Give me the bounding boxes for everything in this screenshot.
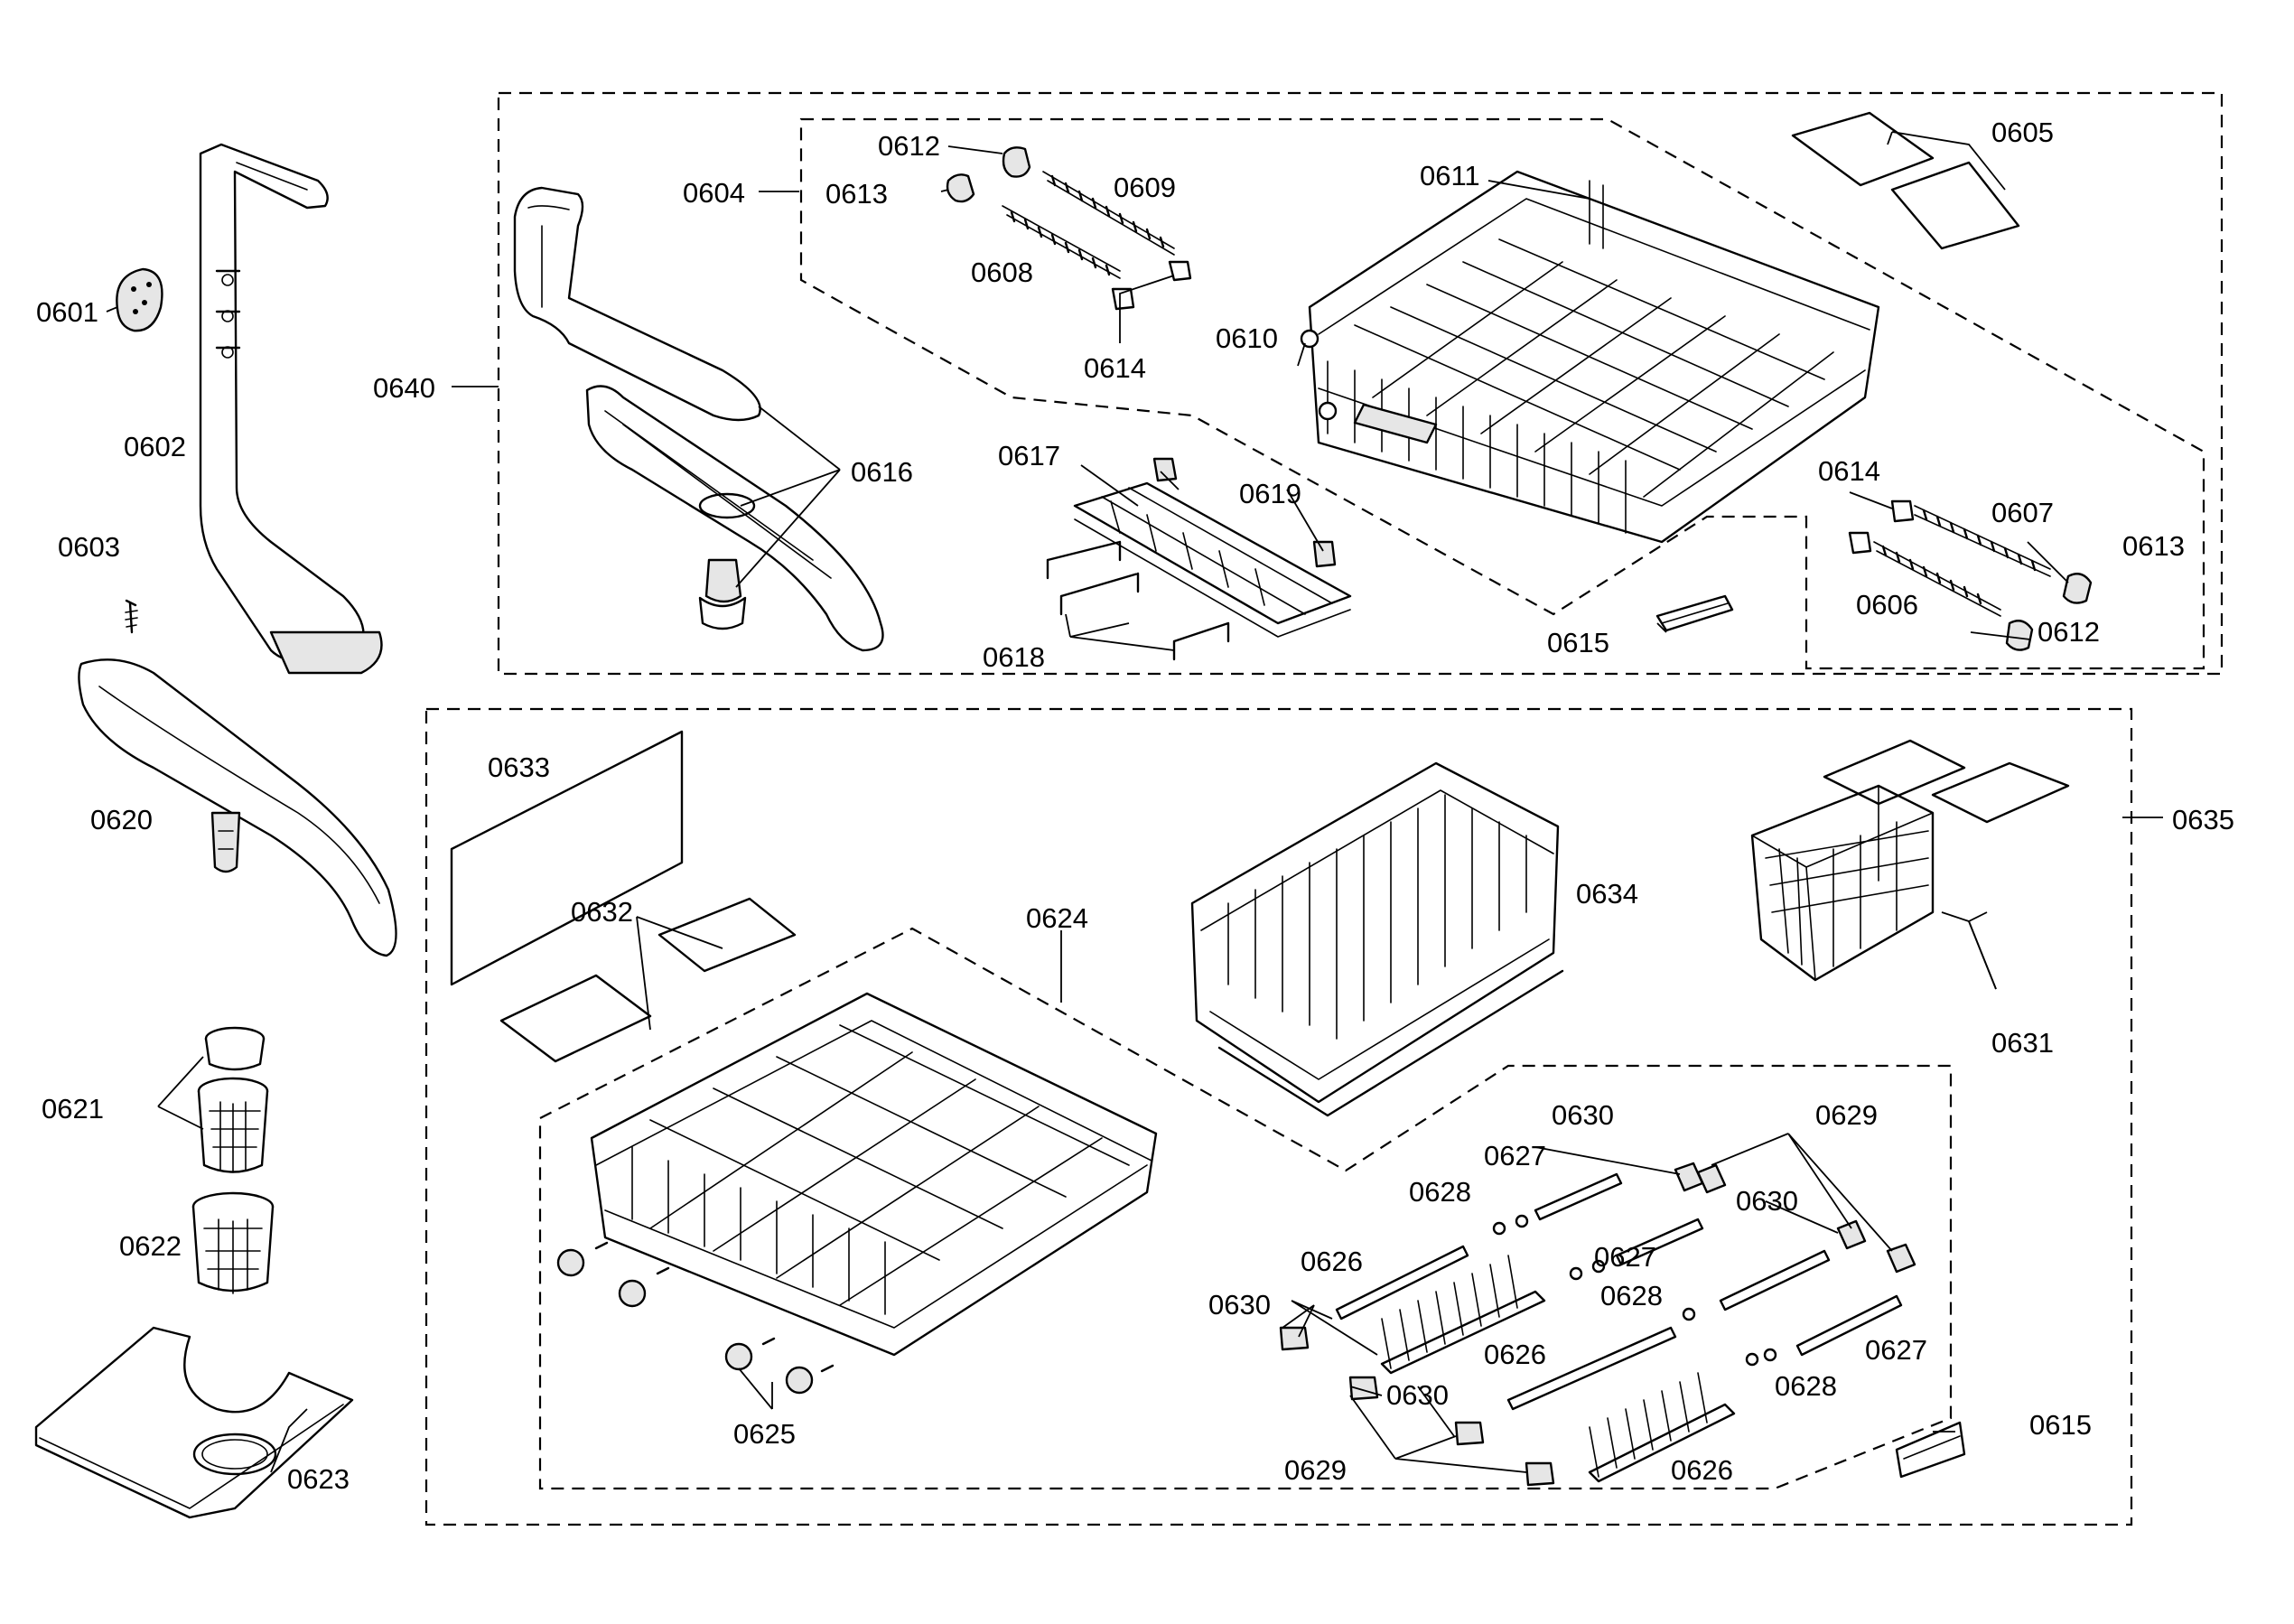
lower-rack-group-boundary [424, 707, 2133, 1526]
label-0635: 0635 [2172, 804, 2234, 835]
label-0617: 0617 [998, 440, 1060, 471]
part-0632-shelves [499, 897, 797, 1063]
part-0633-grid [450, 730, 684, 986]
label-0631: 0631 [1991, 1027, 2054, 1059]
label-0628-c: 0628 [1775, 1370, 1837, 1402]
label-0612-right: 0612 [2038, 616, 2100, 648]
label-0616: 0616 [851, 456, 913, 488]
label-0618: 0618 [983, 641, 1045, 673]
label-0607: 0607 [1991, 497, 2054, 528]
label-0621: 0621 [42, 1093, 104, 1125]
label-0613-upper: 0613 [825, 178, 888, 210]
label-0626-b: 0626 [1484, 1339, 1546, 1370]
label-0640: 0640 [373, 372, 435, 404]
label-0632: 0632 [571, 896, 633, 928]
label-0629-b: 0629 [1284, 1454, 1347, 1486]
label-0601: 0601 [36, 296, 98, 328]
label-0604: 0604 [683, 177, 745, 209]
label-0629-a: 0629 [1815, 1099, 1878, 1131]
label-0630-b: 0630 [1736, 1185, 1798, 1217]
part-0601-cap [116, 267, 163, 332]
part-0622-fine-filter [191, 1191, 275, 1294]
label-0610: 0610 [1216, 322, 1278, 354]
label-0615-lower: 0615 [2029, 1409, 2092, 1441]
part-0640-upper-spray-arm [513, 186, 884, 652]
part-0603-screw [125, 599, 138, 634]
label-0628-b: 0628 [1600, 1280, 1663, 1311]
label-0630-c: 0630 [1208, 1289, 1271, 1321]
label-0620: 0620 [90, 804, 153, 835]
part-0620-spray-arm [78, 658, 397, 957]
leader-lines [106, 131, 2163, 1473]
part-0615-handle-upper [1655, 594, 1734, 632]
label-0605: 0605 [1991, 117, 2054, 148]
label-0614-upper: 0614 [1084, 352, 1146, 384]
label-0606: 0606 [1856, 589, 1918, 621]
part-0606-0607-rack-adjusters-right [1848, 499, 2093, 651]
upper-rack-group-boundary [497, 91, 2224, 676]
label-0622: 0622 [119, 1230, 182, 1262]
part-0626-0627-tine-rows [1335, 1172, 1903, 1483]
part-0602-supply-pipe [199, 143, 383, 675]
part-0624-lower-rack [556, 992, 1158, 1395]
label-0612-upper: 0612 [878, 130, 940, 162]
part-0617-shelf [1046, 457, 1352, 661]
label-0628-a: 0628 [1409, 1176, 1471, 1208]
part-0621-filter [197, 1026, 269, 1173]
part-0605-cup-shelves [1791, 111, 2020, 250]
label-0613-right: 0613 [2122, 530, 2185, 562]
label-0634: 0634 [1576, 878, 1638, 910]
label-0614-right: 0614 [1818, 455, 1880, 487]
label-0624: 0624 [1026, 902, 1088, 934]
label-0623: 0623 [287, 1463, 350, 1495]
part-0612-0613-rack-adjusters-left [946, 146, 1192, 311]
label-0633: 0633 [488, 751, 550, 783]
label-0630-d: 0630 [1386, 1379, 1449, 1411]
label-0602: 0602 [124, 431, 186, 462]
part-0631-cutlery-basket [1750, 739, 2070, 982]
label-0603: 0603 [58, 531, 120, 563]
part-0615-handle-lower [1895, 1421, 1966, 1479]
part-0611-upper-rack [1300, 170, 1880, 544]
label-0609: 0609 [1114, 172, 1176, 203]
label-0619: 0619 [1239, 478, 1301, 509]
label-0627-a: 0627 [1484, 1140, 1546, 1171]
label-0627-c: 0627 [1865, 1334, 1927, 1366]
label-0625: 0625 [733, 1418, 796, 1450]
part-labels: 0601 0602 0603 0640 0604 0612 0613 0609 … [36, 117, 2234, 1495]
part-0634-upright-rack [1190, 761, 1564, 1117]
label-0615-upper: 0615 [1547, 627, 1609, 658]
label-0608: 0608 [971, 257, 1033, 288]
part-0628-0629-0630-clips [1279, 1162, 1916, 1487]
label-0626-a: 0626 [1301, 1246, 1363, 1277]
label-0627-b: 0627 [1594, 1241, 1656, 1273]
label-0611: 0611 [1420, 160, 1480, 191]
label-0630-a: 0630 [1552, 1099, 1614, 1131]
label-0626-c: 0626 [1671, 1454, 1733, 1486]
part-0623-filter-plate [34, 1326, 354, 1519]
